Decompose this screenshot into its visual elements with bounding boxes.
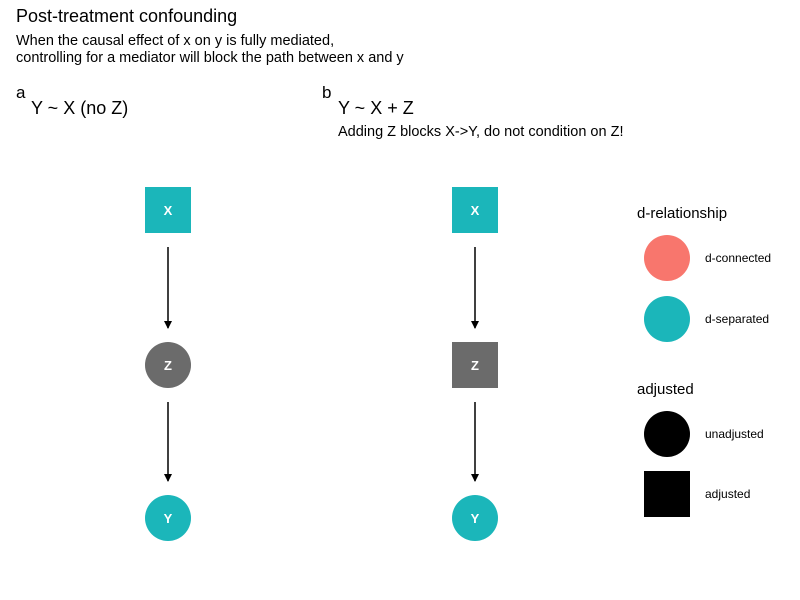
panel-b-graph: X Z Y — [452, 187, 498, 541]
node-y-circle — [145, 495, 191, 541]
subtitle-line-2: controlling for a mediator will block th… — [16, 49, 404, 66]
legend-key-adjusted — [644, 471, 690, 517]
legend-relationship-title: d-relationship — [637, 205, 727, 222]
panel-b-tag: b — [322, 83, 332, 102]
node-y-circle — [452, 495, 498, 541]
figure-title: Post-treatment confounding — [16, 6, 238, 26]
panel-b-title: Y ~ X + Z — [338, 98, 414, 118]
legend-label-d-connected: d-connected — [705, 251, 771, 265]
legend-label-unadjusted: unadjusted — [705, 427, 764, 441]
node-z-square — [452, 342, 498, 388]
legend-key-d-separated — [644, 296, 690, 342]
legend-key-d-connected — [644, 235, 690, 281]
legend-label-adjusted: adjusted — [705, 487, 750, 501]
node-x-label: X — [471, 203, 480, 218]
legend-label-d-separated: d-separated — [705, 312, 769, 326]
panel-b-caption: Adding Z blocks X->Y, do not condition o… — [338, 124, 624, 140]
node-z-label: Z — [471, 358, 479, 373]
node-x-square — [145, 187, 191, 233]
node-x-square — [452, 187, 498, 233]
subtitle-line-1: When the causal effect of x on y is full… — [16, 33, 335, 49]
node-x-label: X — [164, 203, 173, 218]
legend-adjusted-title: adjusted — [637, 381, 694, 398]
node-z-label: Z — [164, 358, 172, 373]
panel-a-graph: X Z Y — [145, 187, 191, 541]
legend-key-unadjusted — [644, 411, 690, 457]
panel-a-tag: a — [16, 83, 26, 102]
figure-subtitle: When the causal effect of x on y is full… — [16, 33, 404, 66]
legend: d-relationship adjusted d-connected d-sep… — [637, 205, 771, 517]
panel-a-title: Y ~ X (no Z) — [31, 98, 129, 118]
node-y-label: Y — [471, 511, 480, 526]
node-z-circle — [145, 342, 191, 388]
node-y-label: Y — [164, 511, 173, 526]
